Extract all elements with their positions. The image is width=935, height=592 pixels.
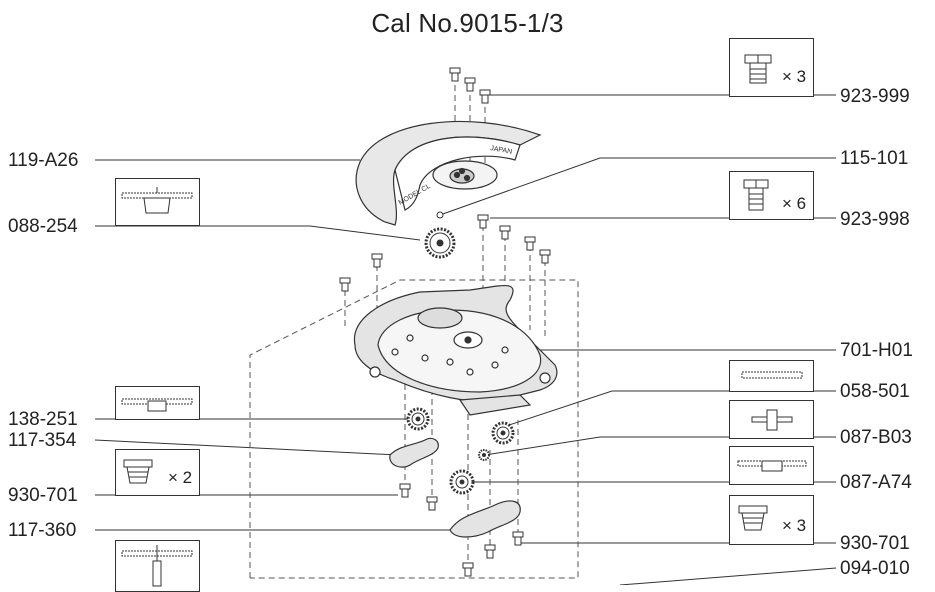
part-label: 930-701 xyxy=(840,533,910,554)
part-box-930-701-left: × 2 xyxy=(115,449,200,496)
part-box-088-254 xyxy=(115,178,200,226)
leader-094-010 xyxy=(619,567,837,585)
part-label: 923-998 xyxy=(840,209,910,230)
lever-117-360 xyxy=(449,500,521,538)
leader-088-254 xyxy=(95,225,421,241)
part-label: 119-A26 xyxy=(8,150,79,171)
part-label: 117-360 xyxy=(8,520,77,541)
wheel-icon xyxy=(121,398,193,412)
page-title: Cal No.9015-1/3 xyxy=(371,8,564,38)
screw-icon xyxy=(462,562,474,577)
screw-icon xyxy=(738,505,768,531)
screw-icon xyxy=(399,483,411,498)
gear-138-251 xyxy=(406,407,430,431)
screw-icon xyxy=(499,225,511,240)
screw-icon xyxy=(426,496,438,511)
leader-115-101 xyxy=(439,157,836,216)
screw-icon xyxy=(339,277,351,292)
screw-icon xyxy=(743,179,769,211)
quantity-label: × 6 xyxy=(782,194,807,213)
main-plate-701-H01 xyxy=(353,284,558,416)
part-label: 058-501 xyxy=(840,381,910,402)
gear-087-B03 xyxy=(478,449,490,461)
part-label: 094-010 xyxy=(840,558,910,579)
screw-icon xyxy=(744,54,772,84)
part-label: 087-B03 xyxy=(840,427,912,448)
quantity-label: × 3 xyxy=(782,516,807,535)
stem-icon xyxy=(121,545,193,587)
part-box-930-701-right: × 3 xyxy=(729,495,814,545)
part-box-923-999: × 3 xyxy=(729,38,814,97)
wheel-icon xyxy=(121,187,193,214)
gear-058-501 xyxy=(491,421,515,445)
part-label: 138-251 xyxy=(8,409,78,430)
part-label: 115-101 xyxy=(840,148,909,169)
wheel-icon xyxy=(741,371,803,379)
lever-117-354 xyxy=(389,437,439,468)
screw-icon xyxy=(539,249,551,264)
part-box-701-H01-ref xyxy=(729,360,814,392)
part-box-087-B03 xyxy=(729,400,814,439)
screw-icon xyxy=(524,236,536,251)
quantity-label: × 3 xyxy=(782,67,807,86)
screw-icon xyxy=(512,531,524,546)
screw-icon xyxy=(464,77,476,92)
part-label: 088-254 xyxy=(8,216,78,237)
screw-icon xyxy=(479,89,491,104)
part-label: 930-701 xyxy=(8,485,78,506)
part-box-087-A74 xyxy=(729,446,814,485)
leader-117-354 xyxy=(94,439,399,456)
part-label: 923-999 xyxy=(840,86,910,107)
screw-icon xyxy=(477,214,489,229)
part-box-138-251 xyxy=(115,386,200,420)
gear-088-254 xyxy=(424,227,456,259)
pinion-icon xyxy=(751,409,793,431)
quantity-label: × 2 xyxy=(168,468,193,487)
part-label: 701-H01 xyxy=(840,340,913,361)
screw-icon xyxy=(371,253,383,268)
dashed-frame xyxy=(249,279,579,579)
part-label: 087-A74 xyxy=(840,472,912,493)
screw-icon xyxy=(484,544,496,559)
screw-icon xyxy=(123,459,153,484)
wheel-icon xyxy=(737,460,807,472)
bridge-119-A26: JAPAN MODEL CL xyxy=(355,120,542,226)
part-115-101 xyxy=(436,211,444,219)
part-label: 117-354 xyxy=(8,430,77,451)
screw-icon xyxy=(449,67,461,82)
engraving-japan: JAPAN xyxy=(490,145,513,156)
part-box-094-010 xyxy=(115,540,200,592)
part-box-923-998: × 6 xyxy=(729,171,814,220)
gear-087-A74 xyxy=(449,469,475,495)
